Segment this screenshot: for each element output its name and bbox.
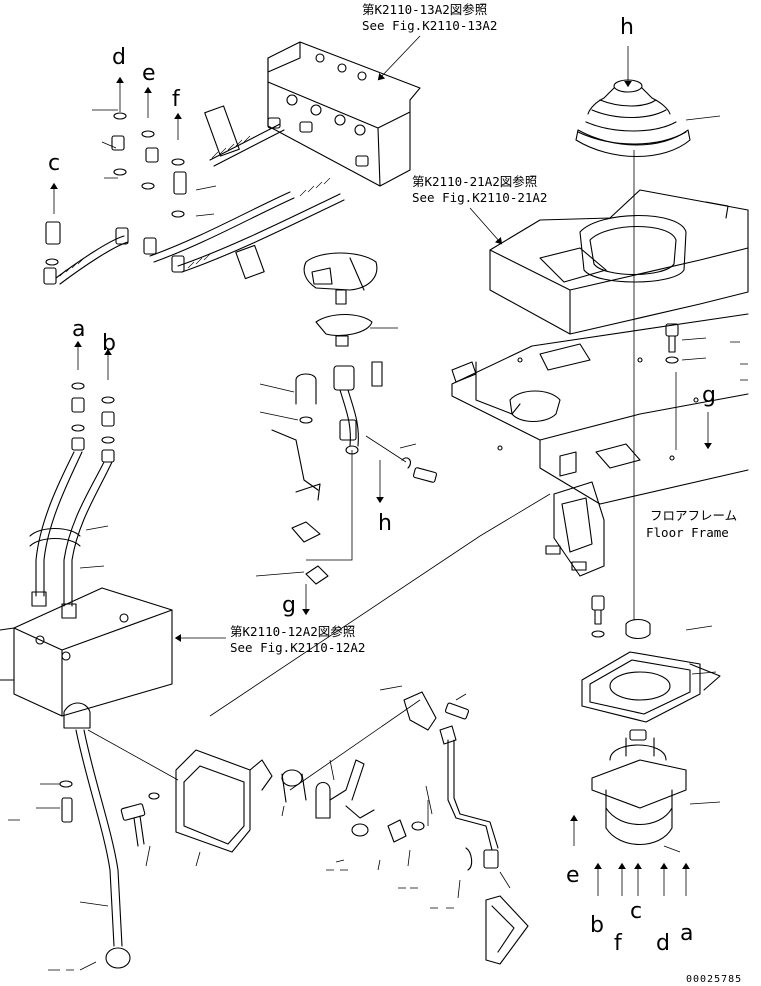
letter-e-top: e — [142, 61, 156, 86]
bottom-bolts — [120, 792, 160, 867]
svg-text:第K2110-21A2図参照: 第K2110-21A2図参照 — [412, 174, 537, 189]
console-bolts — [665, 323, 712, 450]
letter-g-right: g — [702, 383, 716, 408]
letter-f-bottom: f — [614, 931, 623, 956]
reference-21a2: 第K2110-21A2図参照 See Fig.K2110-21A2 — [412, 174, 547, 245]
switch-box — [175, 749, 307, 867]
letter-f-top: f — [172, 87, 181, 112]
reference-13a2: 第K2110-13A2図参照 See Fig.K2110-13A2 — [362, 2, 497, 81]
connection-arrows-top — [50, 46, 632, 380]
control-valve-block-top — [267, 41, 421, 187]
svg-text:See Fig.K2110-13A2: See Fig.K2110-13A2 — [362, 18, 497, 33]
pedal-linkage — [315, 685, 529, 965]
left-hose-assembly — [29, 382, 115, 619]
letter-h-top: h — [620, 15, 634, 40]
svg-text:See Fig.K2110-12A2: See Fig.K2110-12A2 — [230, 640, 365, 655]
letter-c-top: c — [48, 151, 60, 176]
left-lever-rod — [36, 702, 131, 971]
floor-frame-label: フロアフレーム Floor Frame — [646, 508, 737, 540]
cable-line — [87, 493, 551, 791]
letter-a-bottom: a — [680, 921, 693, 946]
fittings-top — [43, 109, 369, 285]
letter-b-top: b — [102, 331, 116, 356]
reference-12a2: 第K2110-12A2図参照 See Fig.K2110-12A2 — [174, 624, 365, 655]
letter-e-bottom: e — [566, 863, 580, 888]
letter-b-bottom: b — [590, 913, 604, 938]
joystick-lever-center — [255, 252, 438, 616]
lever-boot — [575, 79, 721, 158]
svg-text:フロアフレーム: フロアフレーム — [650, 508, 737, 523]
letter-a-top: a — [72, 317, 85, 342]
svg-text:第K2110-12A2図参照: 第K2110-12A2図参照 — [230, 624, 355, 639]
floor-frame — [451, 313, 749, 577]
control-valve-block-left — [0, 587, 173, 717]
hoses-top — [55, 105, 345, 285]
letter-h-mid: h — [378, 511, 392, 536]
letter-g-mid: g — [282, 593, 296, 618]
letter-d-top: d — [112, 45, 126, 70]
svg-text:Floor Frame: Floor Frame — [646, 525, 729, 540]
operator-console — [489, 189, 749, 335]
letter-c-bottom: c — [630, 899, 642, 924]
drawing-code: 00025785 — [686, 974, 742, 985]
ppc-valve-right — [570, 150, 721, 896]
svg-text:See Fig.K2110-21A2: See Fig.K2110-21A2 — [412, 190, 547, 205]
letter-d-bottom: d — [656, 931, 670, 956]
dash-marks — [8, 819, 454, 971]
svg-text:第K2110-13A2図参照: 第K2110-13A2図参照 — [362, 2, 487, 17]
